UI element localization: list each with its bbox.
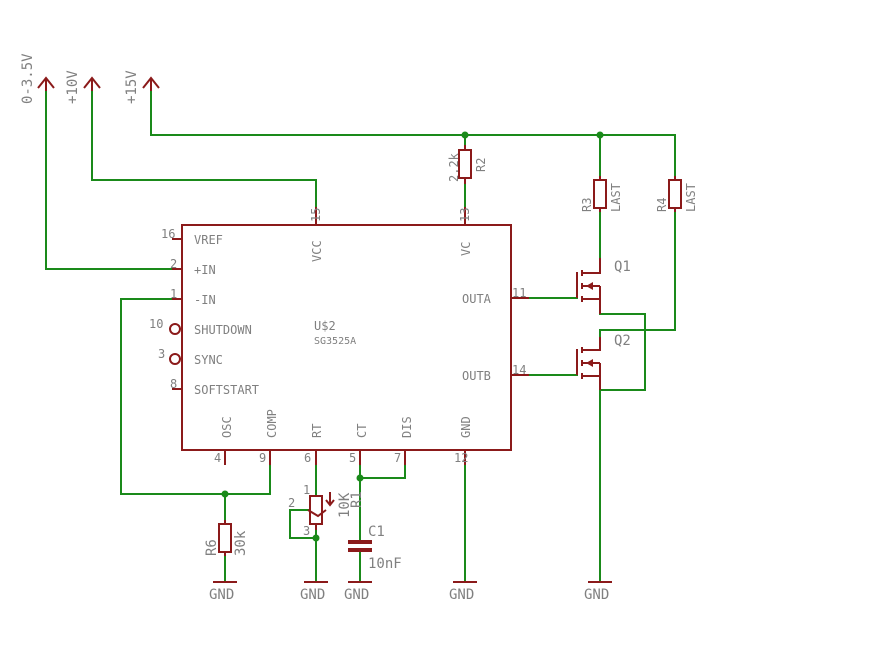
- ground-r1: GND: [300, 581, 328, 603]
- ic-pin-vref: 16 VREF: [161, 227, 223, 247]
- q1-name: Q1: [614, 259, 631, 275]
- ic-pin-vcc: 15 VCC: [309, 207, 324, 262]
- svg-text:8: 8: [170, 377, 177, 391]
- svg-text:16: 16: [161, 227, 175, 241]
- resistor-r2: 2.2k R2: [447, 145, 488, 184]
- supply-0-3v5-label: 0-3.5V: [20, 53, 36, 104]
- svg-text:GND: GND: [209, 587, 234, 603]
- ic-pin-osc: 4 OSC: [214, 416, 234, 465]
- svg-text:2: 2: [170, 257, 177, 271]
- ic-pin-comp: 9 COMP: [259, 409, 279, 465]
- resistor-r3: R3 LAST: [580, 176, 623, 212]
- ic-name: U$2: [314, 319, 336, 333]
- r3-name: R3: [580, 198, 594, 212]
- svg-text:13: 13: [458, 208, 472, 222]
- ground-r6: GND: [209, 581, 237, 603]
- ic-pin-minus-in: 1 -IN: [170, 287, 216, 307]
- r2-value: 2.2k: [447, 152, 461, 182]
- r1-value: 10K: [337, 492, 353, 518]
- ic-pin-rt: 6 RT: [304, 424, 324, 465]
- svg-text:-IN: -IN: [194, 293, 216, 307]
- svg-text:6: 6: [304, 451, 311, 465]
- svg-text:OUTA: OUTA: [462, 292, 492, 306]
- svg-text:GND: GND: [449, 587, 474, 603]
- svg-text:3: 3: [303, 524, 310, 538]
- svg-text:14: 14: [512, 363, 526, 377]
- ic-pin-shutdown: 10 SHUTDOWN: [149, 317, 252, 337]
- r1-name: R1: [349, 491, 365, 508]
- ic-value: SG3525A: [314, 336, 356, 347]
- ic-pin-sync: 3 SYNC: [158, 347, 223, 367]
- svg-text:9: 9: [259, 451, 266, 465]
- mosfet-q1: Q1: [576, 258, 631, 314]
- svg-text:DIS: DIS: [400, 416, 414, 438]
- ic-pin-outa: 11 OUTA: [462, 286, 529, 306]
- svg-text:SOFTSTART: SOFTSTART: [194, 383, 259, 397]
- q2-name: Q2: [614, 333, 631, 349]
- ic-sg3525a: U$2 SG3525A 16 VREF 2 +IN 1 -IN 10 SHUTD…: [149, 207, 529, 465]
- svg-text:12: 12: [454, 451, 468, 465]
- ground-q2: GND: [584, 581, 612, 603]
- r6-value: 30k: [233, 530, 249, 556]
- svg-text:GND: GND: [300, 587, 325, 603]
- mosfet-q2: Q2: [576, 333, 631, 390]
- svg-text:VC: VC: [459, 242, 473, 256]
- ic-pin-plus-in: 2 +IN: [170, 257, 216, 277]
- svg-text:VCC: VCC: [310, 240, 324, 262]
- svg-text:11: 11: [512, 286, 526, 300]
- svg-text:SYNC: SYNC: [194, 353, 223, 367]
- r4-value: LAST: [684, 183, 698, 212]
- supply-10v-label: +10V: [65, 70, 81, 104]
- svg-text:4: 4: [214, 451, 221, 465]
- svg-text:+IN: +IN: [194, 263, 216, 277]
- svg-text:GND: GND: [459, 416, 473, 438]
- resistor-r4: R4 LAST: [655, 176, 698, 212]
- svg-text:COMP: COMP: [265, 409, 279, 438]
- ic-pin-outb: 14 OUTB: [462, 363, 529, 383]
- r6-name: R6: [204, 539, 220, 556]
- supply-0-3v5: 0-3.5V: [20, 53, 55, 104]
- ic-pin-dis: 7 DIS: [394, 416, 414, 465]
- ic-pin-vc: 13 VC: [458, 207, 473, 256]
- svg-text:CT: CT: [355, 424, 369, 438]
- svg-text:15: 15: [309, 208, 323, 222]
- ic-pin-gnd: 12 GND: [454, 416, 473, 465]
- capacitor-c1: C1 10nF: [348, 524, 402, 572]
- svg-text:RT: RT: [310, 424, 324, 438]
- svg-text:2: 2: [288, 496, 295, 510]
- wires: [45, 91, 676, 581]
- svg-text:3: 3: [158, 347, 165, 361]
- r2-name: R2: [474, 158, 488, 172]
- resistor-r6: R6 30k: [204, 520, 249, 556]
- ic-pin-ct: 5 CT: [349, 424, 369, 465]
- ic-pin-softstart: 8 SOFTSTART: [170, 377, 259, 397]
- svg-text:OSC: OSC: [220, 416, 234, 438]
- ground-c1: GND: [344, 581, 372, 603]
- svg-text:1: 1: [303, 483, 310, 497]
- svg-text:GND: GND: [584, 587, 609, 603]
- svg-text:OUTB: OUTB: [462, 369, 491, 383]
- svg-text:VREF: VREF: [194, 233, 223, 247]
- ground-ic: GND: [449, 581, 477, 603]
- supply-10v: +10V: [65, 70, 101, 104]
- r4-name: R4: [655, 198, 669, 212]
- svg-text:SHUTDOWN: SHUTDOWN: [194, 323, 252, 337]
- supply-15v: +15V: [124, 70, 160, 104]
- r3-value: LAST: [609, 183, 623, 212]
- supply-15v-label: +15V: [124, 70, 140, 104]
- svg-text:GND: GND: [344, 587, 369, 603]
- svg-text:1: 1: [170, 287, 177, 301]
- c1-name: C1: [368, 524, 385, 540]
- svg-text:7: 7: [394, 451, 401, 465]
- svg-text:5: 5: [349, 451, 356, 465]
- potentiometer-r1: 1 2 3 10K R1: [288, 483, 365, 538]
- c1-value: 10nF: [368, 556, 402, 572]
- svg-text:10: 10: [149, 317, 163, 331]
- junctions: [221, 131, 604, 542]
